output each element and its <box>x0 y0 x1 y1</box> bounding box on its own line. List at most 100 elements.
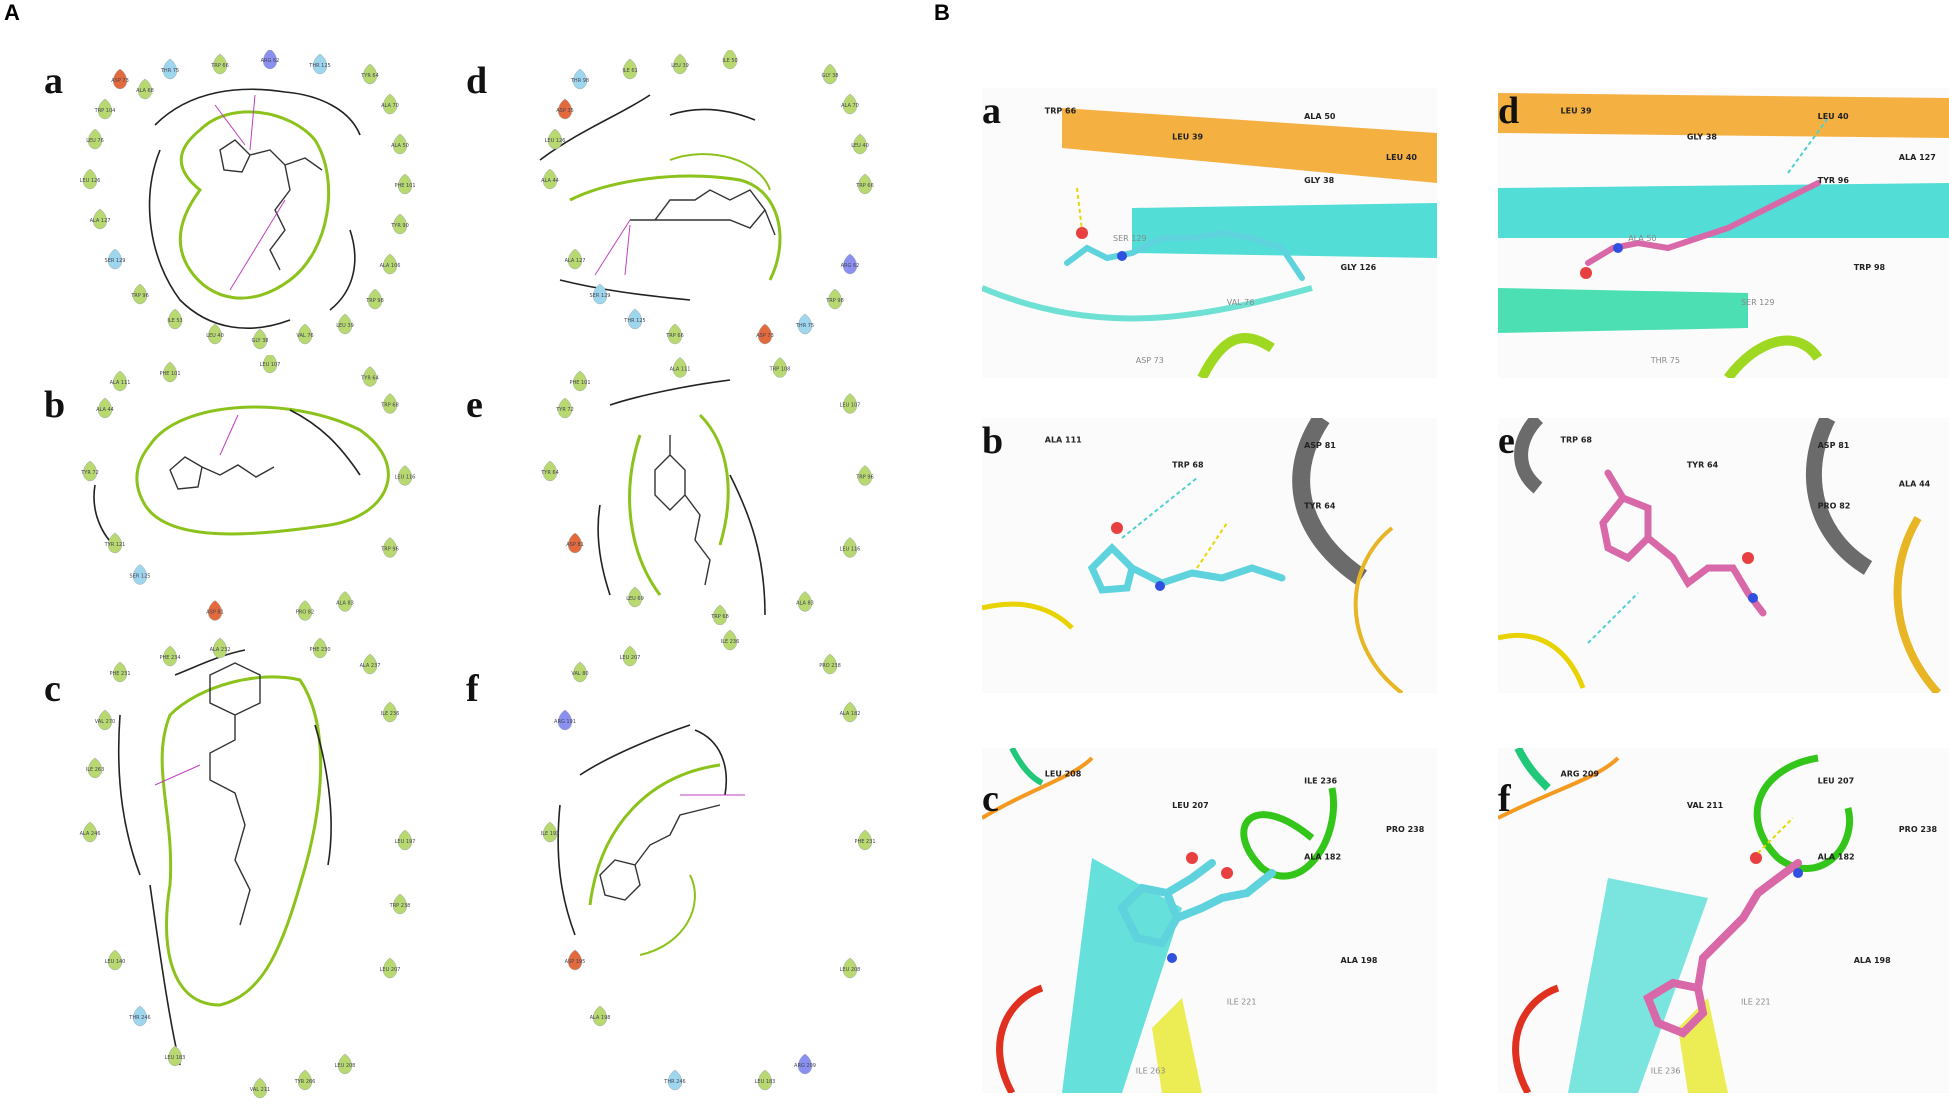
residue-droplet <box>623 58 637 80</box>
residue-droplet <box>723 50 737 70</box>
residue-droplet <box>133 1005 147 1027</box>
residue-node: VAL 270 <box>95 709 115 731</box>
helix-ribbon <box>1197 333 1275 378</box>
nitrogen-atom <box>1117 251 1127 261</box>
residue-label: ARG 191 <box>554 719 576 725</box>
residue-node: THR 246 <box>128 1005 151 1027</box>
residue-droplet <box>628 586 642 608</box>
diagram-letter-e: e <box>466 384 483 426</box>
residue-label: THR 75 <box>1650 356 1680 365</box>
helix-ribbon <box>1753 754 1853 872</box>
residue-droplet <box>383 393 397 414</box>
residue-droplet <box>98 709 112 731</box>
backbone-chain <box>597 504 611 596</box>
residue-droplet <box>108 248 122 270</box>
backbone-chain <box>148 149 291 329</box>
residue-droplet <box>338 591 352 612</box>
oxygen-atom <box>1742 552 1754 564</box>
oxygen-atom <box>1111 522 1123 534</box>
residue-node: GLY 38 <box>821 63 839 85</box>
residue-label: ILE 61 <box>622 68 637 74</box>
residue-label: THR 98 <box>570 78 589 84</box>
residue-label: LEU 140 <box>105 959 126 965</box>
residue-droplet <box>593 283 607 305</box>
nitrogen-atom <box>1167 953 1177 963</box>
residue-node: TRP 66 <box>855 173 874 195</box>
residue-node: ALA 70 <box>381 93 399 115</box>
residue-label: TYR 64 <box>1304 502 1336 511</box>
residue-droplet <box>363 366 377 387</box>
residue-label: LEU 207 <box>1818 777 1855 786</box>
residue-label: LEU 208 <box>840 967 861 973</box>
residue-label: ASP 73 <box>756 333 774 339</box>
residue-droplet <box>168 308 182 330</box>
residue-label: ILE 236 <box>721 639 740 645</box>
residue-droplet <box>828 288 842 310</box>
oxygen-atom <box>1186 852 1198 864</box>
residue-label: VAL 211 <box>1687 801 1724 810</box>
residue-label: ALA 50 <box>1628 234 1656 243</box>
residue-droplet <box>383 93 397 115</box>
residue-label: LEU 39 <box>671 63 689 69</box>
residue-droplet <box>858 465 872 486</box>
residue-droplet <box>398 465 412 486</box>
h-bond-line <box>249 94 256 151</box>
h-bond-dash <box>1076 187 1083 231</box>
residue-label: ALA 198 <box>590 1015 611 1021</box>
h-bond-line <box>214 104 246 146</box>
h-bond-dash <box>1757 817 1794 854</box>
residue-droplet <box>773 357 787 378</box>
residue-label: TRP 98 <box>1854 263 1886 272</box>
residue-label: THR 125 <box>623 318 645 324</box>
nitrogen-atom <box>1613 243 1623 253</box>
pocket-outline <box>698 413 730 546</box>
residue-label: PHE 231 <box>109 671 130 677</box>
pocket-outline <box>669 153 771 191</box>
residue-label: LEU 183 <box>165 1055 186 1061</box>
residue-label: VAL 211 <box>250 1087 270 1093</box>
residue-node: ALA 68 <box>136 78 154 100</box>
residue-node: ASP 81 <box>206 600 224 621</box>
residue-droplet <box>543 168 557 190</box>
residue-droplet <box>338 1053 352 1075</box>
residue-label: ARG 209 <box>1561 770 1600 779</box>
residue-node: PHE 101 <box>159 361 181 383</box>
residue-droplet <box>383 957 397 979</box>
nitrogen-atom <box>1748 593 1758 603</box>
backbone-chain <box>669 108 756 121</box>
backbone-chain <box>579 724 691 776</box>
residue-node: TYR 90 <box>390 213 409 235</box>
residue-node: LEU 39 <box>336 313 354 335</box>
residue-node: LEU 183 <box>755 1069 775 1091</box>
residue-node: LEU 116 <box>395 465 415 486</box>
residue-node: TRP 96 <box>130 283 149 305</box>
residue-label: ASP 81 <box>206 610 224 616</box>
residue-label: ALA 198 <box>1341 956 1378 965</box>
residue-label: LEU 107 <box>260 362 281 368</box>
residue-droplet <box>113 661 127 683</box>
residue-label: ILE 236 <box>1651 1066 1681 1075</box>
residue-droplet <box>543 460 557 482</box>
panel-label-A: A <box>4 0 20 25</box>
backbone-chain <box>557 804 576 936</box>
residue-droplet <box>213 53 227 75</box>
residue-droplet <box>213 637 227 659</box>
residue-label: SER 129 <box>1741 298 1775 307</box>
residue-node: ALA 111 <box>670 357 690 378</box>
residue-droplet <box>93 208 107 230</box>
helix-ribbon <box>1724 335 1823 378</box>
backbone-chain <box>609 379 731 406</box>
residue-droplet <box>673 53 687 75</box>
residue-label: ASP 73 <box>111 78 129 84</box>
residue-label: ALA 106 <box>380 263 401 269</box>
